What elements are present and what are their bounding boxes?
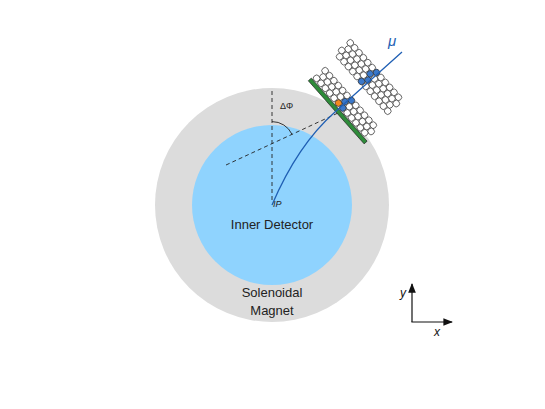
trigger-strip [308,78,367,144]
axis-label: x [434,326,440,339]
tangent-reference [226,113,338,165]
muon-track [272,52,402,205]
drift-tube [360,128,369,137]
axis-label: y [400,287,406,300]
drift-tube [383,106,392,115]
x-axis [411,321,452,322]
region-label: Solenoidal Magnet [230,284,314,320]
region-label: Inner Detector [212,216,332,234]
muon-chamber [308,66,381,144]
angle-arc [272,122,292,135]
muon-label: μ [388,33,396,50]
y-axis [411,284,412,322]
ip-label: IP [273,200,282,210]
angle-label: ΔΦ [280,102,293,112]
